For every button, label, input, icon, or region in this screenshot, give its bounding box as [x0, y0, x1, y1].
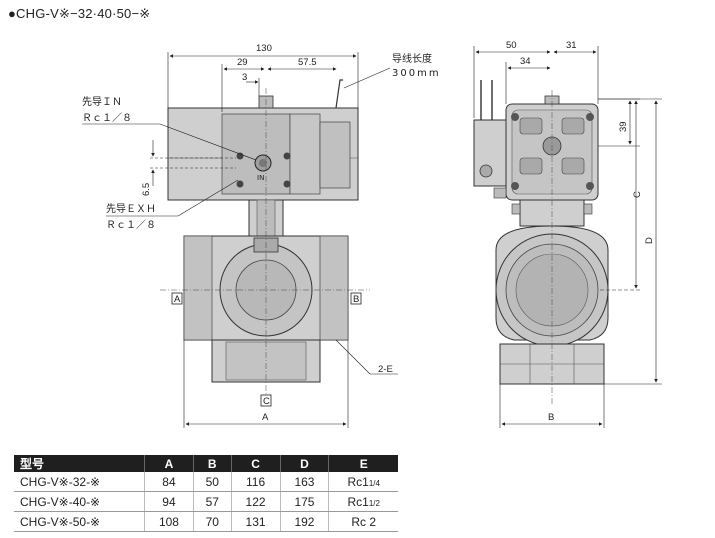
dim-c: C	[632, 191, 643, 198]
front-view: IN A B C 130 29 57.5	[82, 43, 441, 428]
col-a: A	[144, 455, 194, 472]
col-e: E	[328, 455, 398, 472]
in-mark: IN	[257, 174, 264, 182]
cell-model: CHG-V※-40-※	[14, 491, 145, 512]
port-c-label: C	[263, 396, 270, 407]
dim-57-5: 57.5	[298, 57, 317, 68]
cell-d: 175	[280, 491, 330, 512]
callout-2e: 2-E	[378, 364, 393, 375]
cell-e: Rc11/2	[328, 491, 398, 512]
drawing-canvas: IN A B C 130 29 57.5	[82, 40, 662, 428]
port-a-label: A	[174, 294, 181, 305]
col-d: D	[280, 455, 330, 472]
cell-a: 94	[144, 491, 194, 512]
pilot-exh-label: 先导ＥＸＨ	[106, 203, 156, 215]
cell-e-sub: 1/4	[368, 478, 380, 488]
table-header-row: 型号 A B C D E	[14, 455, 398, 472]
cell-a: 84	[144, 472, 194, 492]
port-b-label: B	[353, 294, 359, 305]
dim-a: A	[262, 412, 269, 423]
cell-c: 122	[231, 491, 281, 512]
dim-3: 3	[242, 72, 247, 83]
dim-29: 29	[237, 57, 248, 68]
dimension-table: 型号 A B C D E CHG-V※-32-※ 84 50 116 163 R…	[14, 455, 398, 532]
cell-a: 108	[144, 511, 194, 532]
cell-model: CHG-V※-32-※	[14, 472, 145, 492]
cell-c: 116	[231, 472, 281, 492]
pilot-in-label: 先导ＩＮ	[82, 96, 122, 108]
page-title: ●CHG-V※−32·40·50−※	[8, 6, 151, 21]
table-row: CHG-V※-50-※ 108 70 131 192 Rc 2	[14, 511, 398, 532]
table-row: CHG-V※-40-※ 94 57 122 175 Rc11/2	[14, 491, 398, 512]
dim-130: 130	[256, 43, 272, 54]
col-b: B	[193, 455, 232, 472]
dim-39: 39	[618, 121, 629, 132]
side-view: 50 31 34 39 C D B	[473, 40, 662, 428]
cell-e-main: Rc1	[347, 474, 369, 489]
col-c: C	[231, 455, 281, 472]
cell-d: 163	[280, 472, 330, 492]
dim-d: D	[644, 237, 655, 244]
pilot-exh-thread: Ｒｃ１／８	[106, 219, 156, 231]
cell-e-main: Rc1	[347, 494, 369, 509]
dim-31: 31	[566, 40, 577, 51]
dim-b: B	[548, 412, 554, 423]
cell-b: 50	[193, 472, 232, 492]
col-model: 型号	[14, 455, 145, 472]
table-row: CHG-V※-32-※ 84 50 116 163 Rc11/4	[14, 472, 398, 492]
pilot-in-thread: Ｒｃ１／８	[82, 112, 132, 124]
cell-d: 192	[280, 511, 330, 532]
cell-e: Rc 2	[328, 511, 398, 532]
cell-b: 57	[193, 491, 232, 512]
cell-e-main: Rc 2	[351, 514, 377, 529]
cell-model: CHG-V※-50-※	[14, 511, 145, 532]
cell-e: Rc11/4	[328, 472, 398, 492]
wire-length-value: 300mm	[392, 68, 441, 79]
cell-b: 70	[193, 511, 232, 532]
cell-c: 131	[231, 511, 281, 532]
dim-34: 34	[520, 56, 531, 67]
dim-6-5: 6.5	[141, 183, 152, 196]
dim-50: 50	[506, 40, 517, 51]
wire-length-label: 导线长度	[392, 52, 432, 65]
cell-e-sub: 1/2	[368, 498, 380, 508]
